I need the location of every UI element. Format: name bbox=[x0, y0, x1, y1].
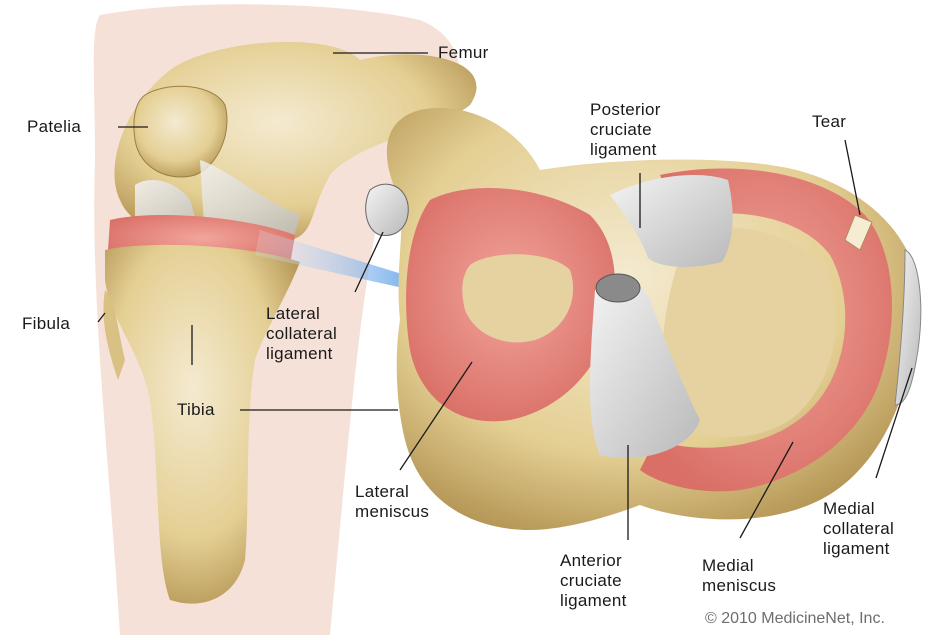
label-medial-collateral-ligament: Medial collateral ligament bbox=[823, 499, 894, 559]
label-patella: Patelia bbox=[27, 117, 81, 137]
lateral-collateral-ligament bbox=[366, 184, 409, 235]
label-posterior-cruciate-ligament: Posterior cruciate ligament bbox=[590, 100, 661, 160]
label-lateral-meniscus: Lateral meniscus bbox=[355, 482, 429, 522]
label-anterior-cruciate-ligament: Anterior cruciate ligament bbox=[560, 551, 627, 611]
label-femur: Femur bbox=[438, 43, 489, 63]
label-lateral-collateral-ligament: Lateral collateral ligament bbox=[266, 304, 337, 364]
label-medial-meniscus: Medial meniscus bbox=[702, 556, 776, 596]
label-tibia: Tibia bbox=[177, 400, 215, 420]
copyright-notice: © 2010 MedicineNet, Inc. bbox=[705, 610, 885, 628]
label-fibula: Fibula bbox=[22, 314, 70, 334]
label-tear: Tear bbox=[812, 112, 846, 132]
